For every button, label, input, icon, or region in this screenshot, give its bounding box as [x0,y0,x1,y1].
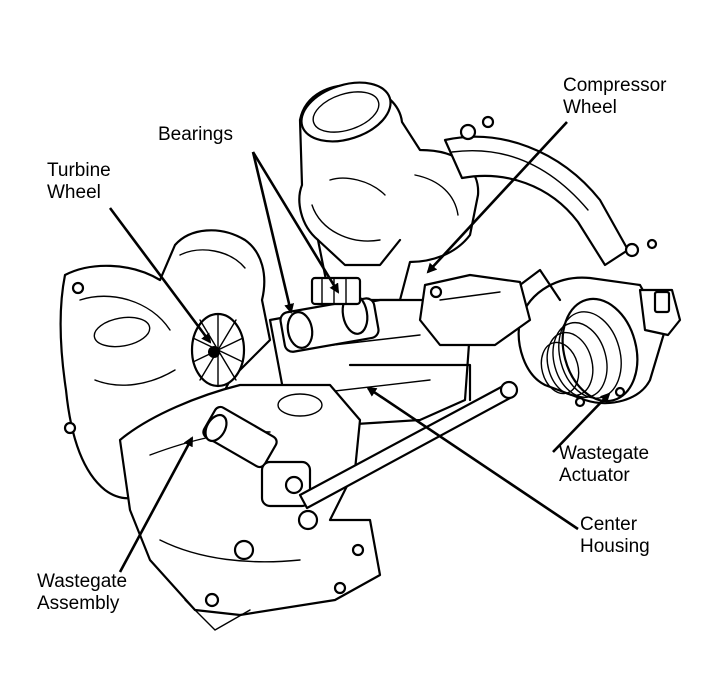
turbine-wheel [190,312,246,388]
compressor-housing [298,81,480,302]
label-line: Center [580,514,638,535]
actuator-rod [298,380,519,510]
wastegate-actuator [498,268,682,408]
label-center-housing: Center Housing [580,514,650,558]
label-line: Actuator [559,465,630,486]
wastegate-assembly-leader [118,436,194,573]
wastegate-body [118,383,382,631]
compressor-wheel-leader [426,121,568,274]
label-line: Assembly [37,593,120,614]
label-line: Compressor [563,75,667,96]
compressor-outlet-pipe [443,115,658,267]
bearings-leader-left [251,151,295,314]
turbine-wheel-leader [108,207,212,344]
wastegate-lever [202,405,319,561]
label-line: Wastegate [559,443,650,464]
label-compressor-wheel: Compressor Wheel [563,75,666,119]
label-line: Wheel [47,182,101,203]
label-line: Housing [580,536,650,557]
label-line: Wheel [563,97,617,118]
label-line: Turbine [47,160,111,181]
actuator-bracket [418,273,532,347]
label-wastegate-assembly: Wastegate Assembly [37,571,127,615]
label-bearings: Bearings [158,124,233,145]
bearings-leader-right [251,151,340,294]
leader-lines [108,121,611,573]
label-line: Wastegate [37,571,128,592]
label-wastegate-actuator: Wastegate Actuator [559,443,649,487]
wastegate-actuator-leader [552,392,611,453]
label-turbine-wheel: Turbine Wheel [47,160,111,204]
center-housing-leader [366,386,579,531]
